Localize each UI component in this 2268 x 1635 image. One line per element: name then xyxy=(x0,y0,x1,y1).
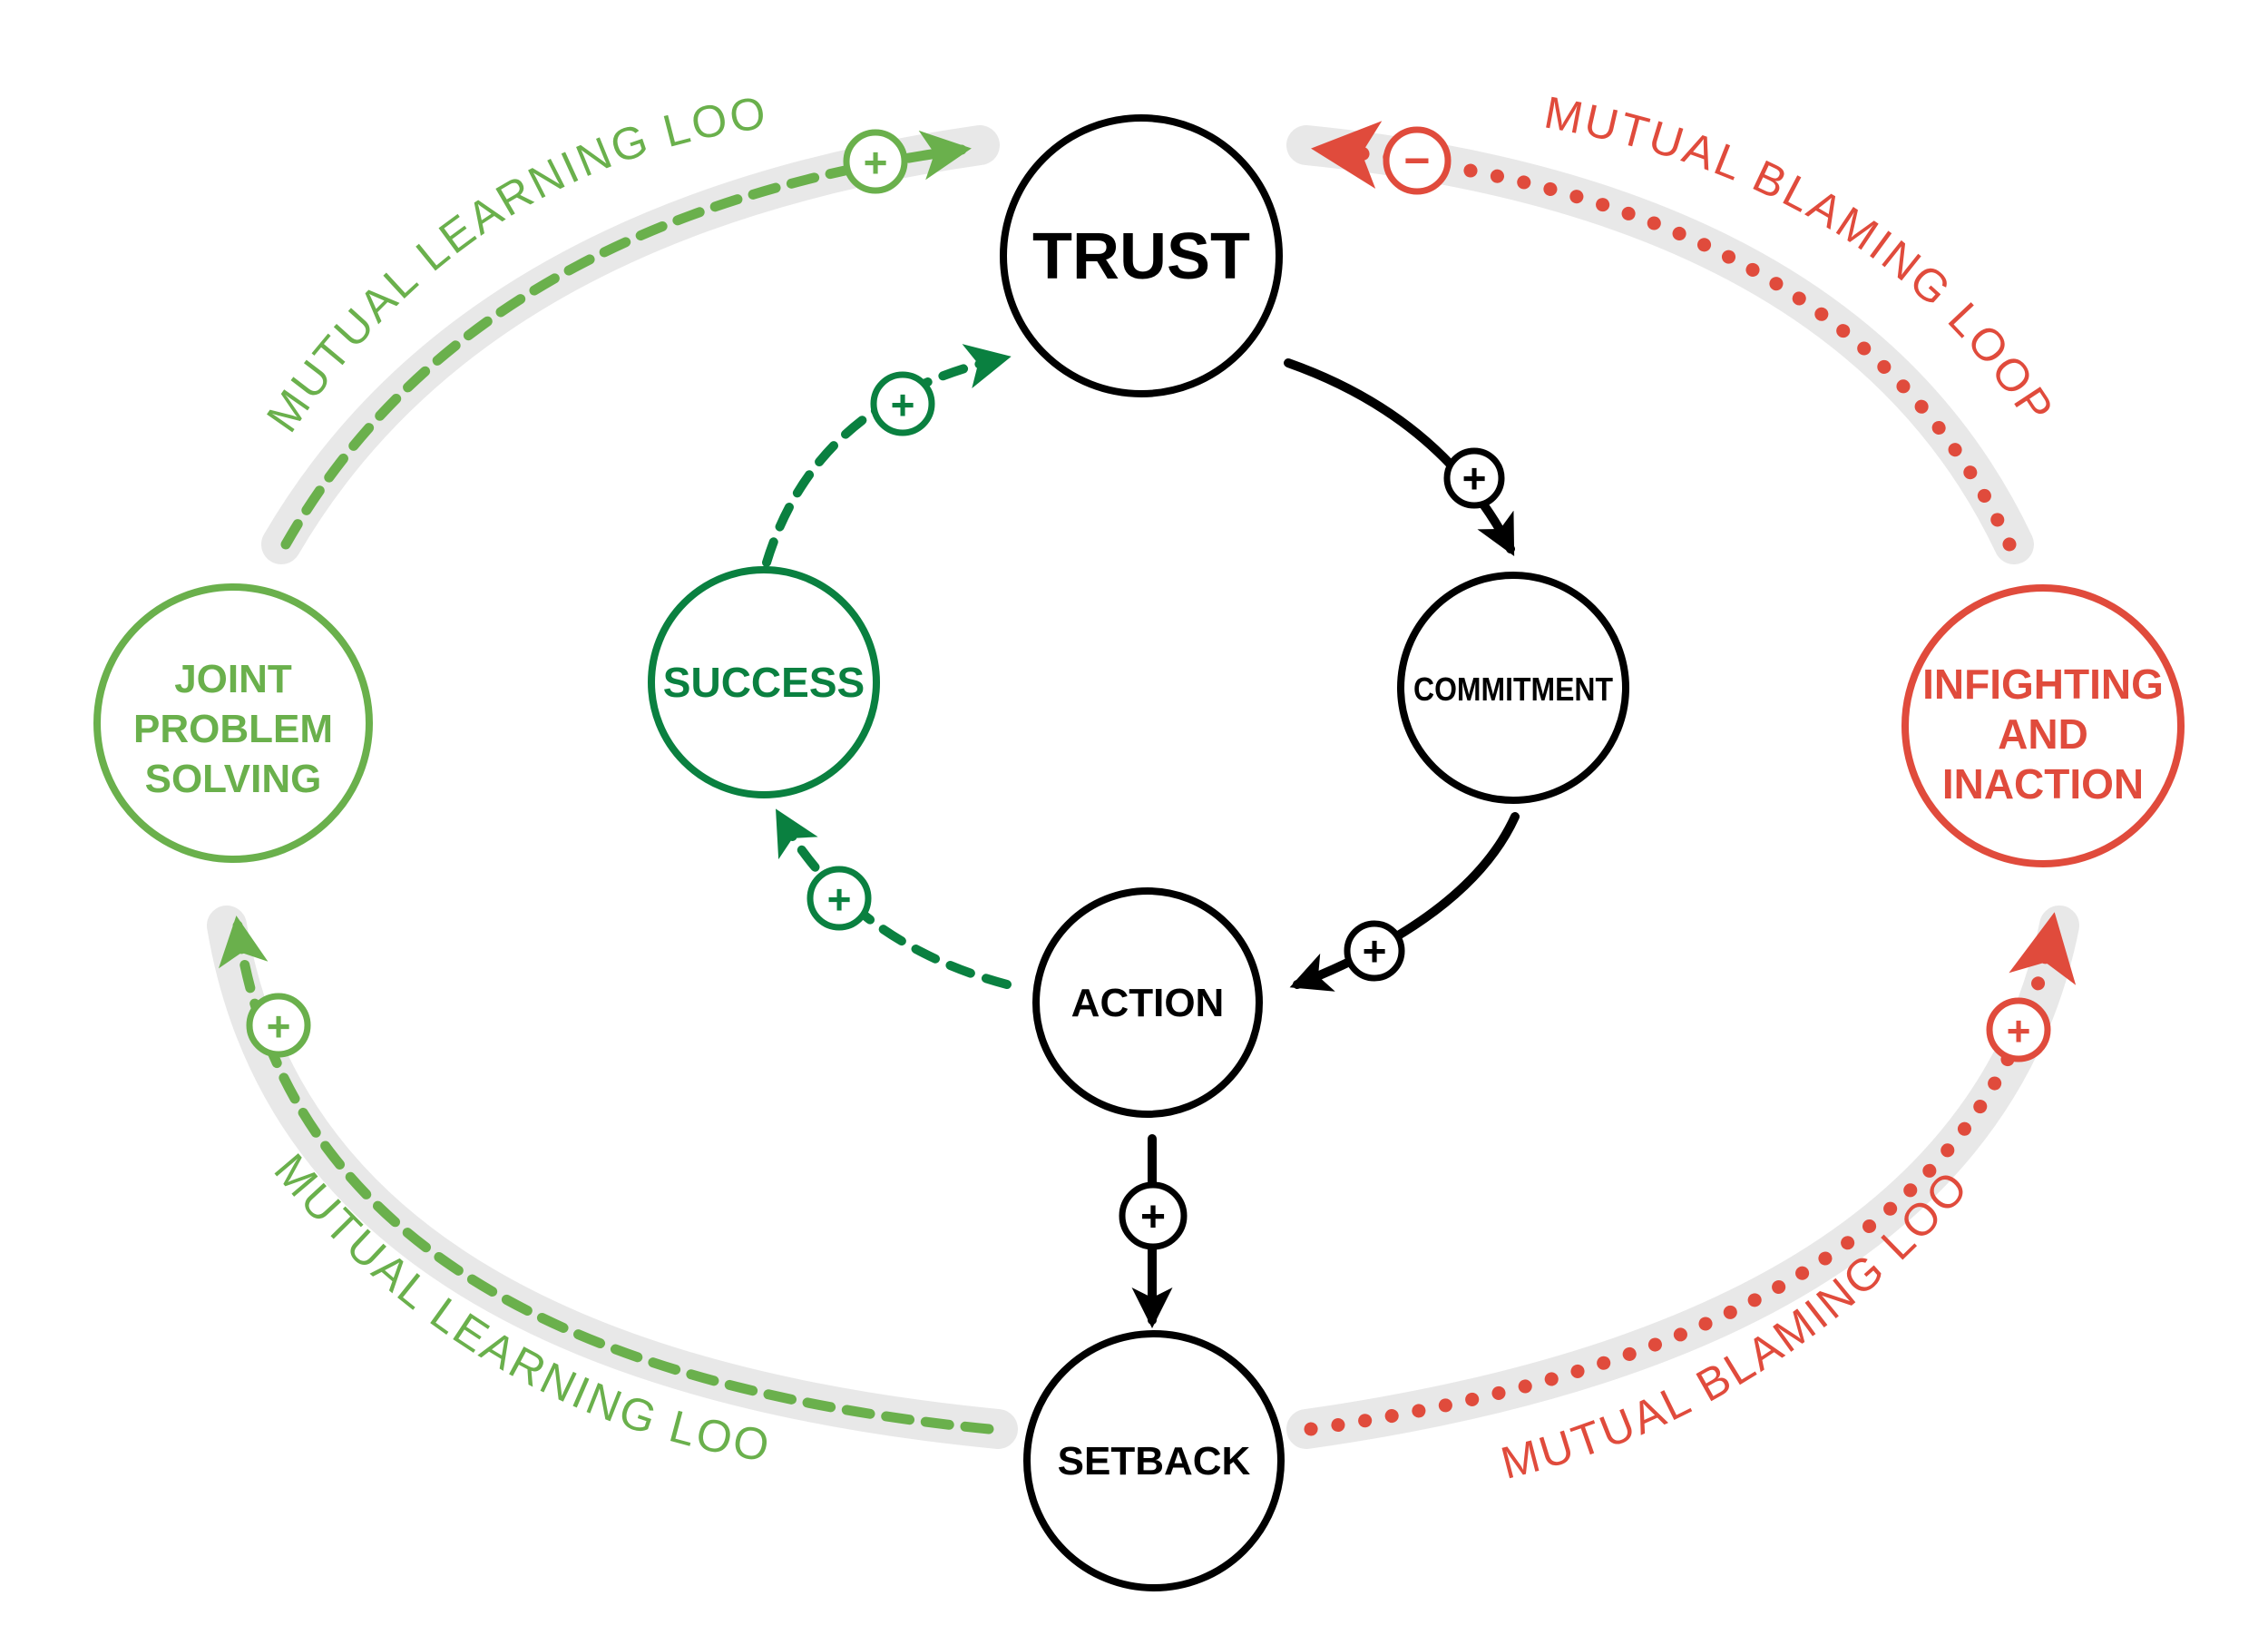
track-blaming-top xyxy=(1286,125,2034,564)
node-success: SUCCESS xyxy=(648,566,880,798)
arrow-success-to-trust xyxy=(762,344,1012,567)
polarity-joint-to-trust: + xyxy=(843,129,908,194)
track-learning-top xyxy=(261,125,1000,564)
polarity-success-to-trust: + xyxy=(870,371,935,436)
arrow-action-to-success xyxy=(776,808,1012,989)
plus-icon: + xyxy=(1140,1193,1166,1241)
node-label-joint-1: JOINT xyxy=(174,657,292,701)
node-label-success: SUCCESS xyxy=(663,659,865,706)
node-label-trust: TRUST xyxy=(1032,220,1250,293)
arrow-trust-to-commitment xyxy=(1284,358,1515,556)
node-label-joint-2: PROBLEM xyxy=(133,707,333,751)
arrow-infighting-to-trust xyxy=(1311,121,2017,552)
node-trust: TRUST xyxy=(1000,114,1283,397)
plus-icon: + xyxy=(827,876,852,923)
node-setback: SETBACK xyxy=(1023,1330,1285,1591)
polarity-setback-to-infighting: + xyxy=(1986,997,2051,1062)
node-label-setback: SETBACK xyxy=(1058,1439,1251,1483)
loop-label-blaming-top: MUTUAL BLAMING LOOP xyxy=(1540,87,2064,435)
track-learning-bottom xyxy=(207,906,1018,1449)
node-commitment: COMMITMENT xyxy=(1397,572,1629,804)
polarity-commitment-to-action: + xyxy=(1344,920,1405,982)
minus-icon: − xyxy=(1403,135,1430,186)
polarity-infighting-to-trust: − xyxy=(1383,126,1452,195)
arrow-commitment-to-action xyxy=(1289,812,1520,992)
plus-icon: + xyxy=(1363,927,1387,974)
node-label-infighting-3: INACTION xyxy=(1942,760,2144,808)
node-label-action: ACTION xyxy=(1071,981,1225,1025)
plus-icon: + xyxy=(864,139,888,186)
polarity-action-to-success: + xyxy=(807,866,872,931)
node-label-infighting-1: INFIGHTING xyxy=(1922,661,2164,708)
polarity-trust-to-commitment: + xyxy=(1443,447,1505,509)
node-action: ACTION xyxy=(1032,887,1263,1118)
polarity-setback-to-joint: + xyxy=(246,993,311,1058)
node-label-joint-3: SOLVING xyxy=(145,757,322,801)
node-label-infighting-2: AND xyxy=(1998,710,2088,758)
polarity-action-to-setback: + xyxy=(1119,1181,1188,1250)
plus-icon: + xyxy=(1462,455,1487,502)
plus-icon: + xyxy=(2007,1007,2031,1054)
arrow-joint-to-trust xyxy=(280,130,972,550)
plus-icon: + xyxy=(891,381,915,428)
plus-icon: + xyxy=(267,1003,291,1050)
arrow-setback-to-joint xyxy=(218,915,994,1434)
node-label-commitment: COMMITMENT xyxy=(1413,671,1613,708)
node-infighting-and-inaction: INFIGHTING AND INACTION xyxy=(1901,584,2185,867)
node-joint-problem-solving: JOINT PROBLEM SOLVING xyxy=(93,583,373,863)
